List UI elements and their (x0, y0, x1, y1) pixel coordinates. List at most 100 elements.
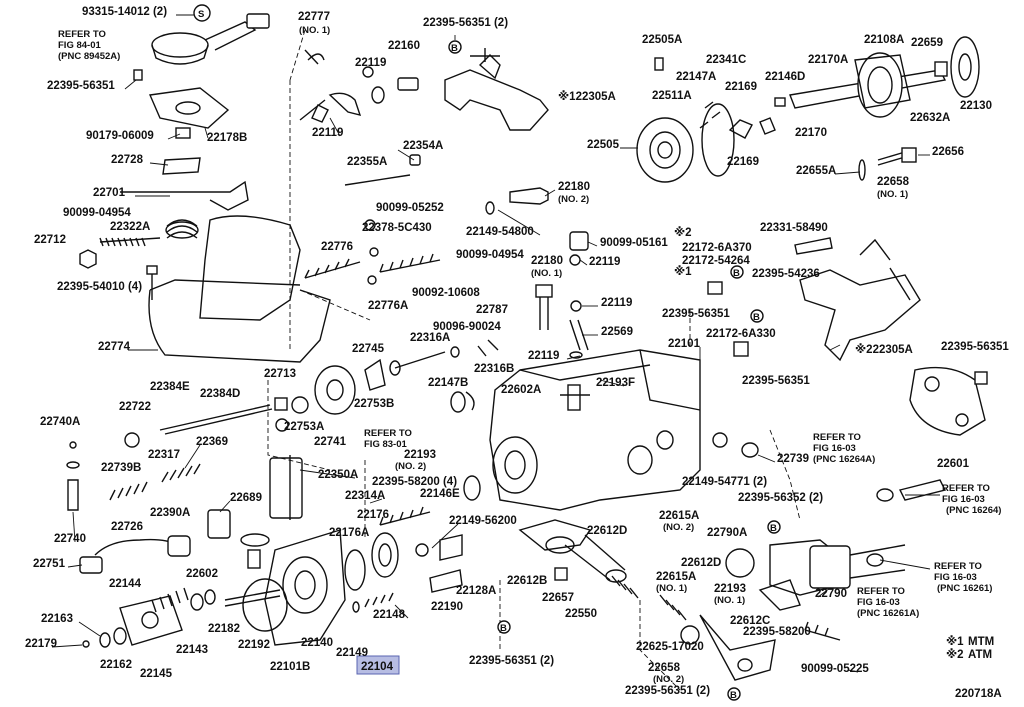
part-label: 22193 (714, 583, 746, 595)
part-label: (PNC 16264A) (813, 454, 875, 465)
part-label: 22739 (777, 453, 809, 465)
part-label: 22612B (507, 575, 547, 587)
part-label: 22314A (345, 490, 385, 502)
part-label: 90099-05161 (600, 237, 668, 249)
part-label: REFER TO (934, 561, 982, 572)
part-label: 22128A (456, 585, 496, 597)
reference-markers: S B B B B B B (193, 4, 781, 701)
part-label: 22149-54771 (2) (682, 476, 767, 488)
part-label: 22172-54264 (682, 255, 750, 267)
part-label: FIG 84-01 (58, 40, 101, 51)
part-label: 22350A (318, 469, 358, 481)
part-label: 22615A (656, 571, 696, 583)
part-label: (NO. 1) (877, 189, 908, 200)
part-label: REFER TO (58, 29, 106, 40)
part-label: 90096-90024 (433, 321, 501, 333)
part-label: 22378-5C430 (362, 222, 432, 234)
part-label: 22790A (707, 527, 747, 539)
part-label: 22505 (587, 139, 620, 151)
part-label: 22160 (388, 40, 420, 52)
part-label: 22395-58200 (4) (372, 476, 457, 488)
part-label: (PNC 16261) (937, 583, 992, 594)
part-label: 22384D (200, 388, 240, 400)
svg-text:B: B (733, 268, 740, 279)
part-label: 22726 (111, 521, 143, 533)
part-label: 22569 (601, 326, 633, 338)
part-label: 22144 (109, 578, 142, 590)
part-label: 22149-54800 (466, 226, 534, 238)
part-label: 22753B (354, 398, 394, 410)
drive-shaft-drawing (159, 346, 475, 435)
part-label: 22176A (329, 527, 369, 539)
part-label: 22169 (727, 156, 759, 168)
part-label: 22322A (110, 221, 150, 233)
part-label: 22741 (314, 436, 347, 448)
part-label: 90099-05252 (376, 202, 444, 214)
part-label: 22172-6A330 (706, 328, 776, 340)
part-label: 22511A (652, 90, 692, 102)
part-label: 22601 (937, 458, 970, 470)
diagram-id: 220718A (955, 688, 1002, 700)
part-label: 22713 (264, 368, 296, 380)
part-label: 22119 (312, 127, 343, 139)
part-label: (NO. 2) (653, 674, 684, 685)
part-label: 22625-17020 (636, 641, 704, 653)
part-label: ※1 (674, 264, 692, 278)
part-label: (NO. 1) (656, 583, 687, 594)
plunger-sleeve-drawing (518, 519, 841, 681)
part-label: (NO. 1) (299, 25, 330, 36)
highlighted-part-box (356, 655, 400, 675)
part-label: 22176 (357, 509, 389, 521)
part-label: FIG 16-03 (813, 443, 856, 454)
part-label: 22722 (119, 401, 151, 413)
part-label: 90099-04954 (63, 207, 131, 219)
part-label: 22395-56351 (2) (469, 655, 554, 667)
control-rod-drawing (304, 154, 441, 285)
ecu-bracket-drawing (444, 48, 549, 131)
distributor-head-drawing (224, 475, 481, 646)
part-label: 22180 (531, 255, 563, 267)
governor-cover-drawing (79, 180, 331, 363)
part-label: 22108A (864, 34, 904, 46)
part-label: 22149-56200 (449, 515, 517, 527)
svg-text:B: B (451, 43, 458, 54)
part-label: 22146D (765, 71, 805, 83)
part-label: (PNC 16261A) (857, 608, 919, 619)
svg-text:B: B (770, 523, 777, 534)
part-label: 22354A (403, 140, 443, 152)
part-label: 22180 (558, 181, 590, 193)
part-label: 90099-05225 (801, 663, 869, 675)
part-label: REFER TO (942, 483, 990, 494)
part-label: 22658 (648, 662, 681, 674)
svg-text:S: S (198, 9, 204, 20)
dashed-guide-lines (267, 29, 801, 691)
part-label: 22169 (725, 81, 757, 93)
part-label: 22192 (238, 639, 270, 651)
part-label: 90099-04954 (456, 249, 524, 261)
part-label: 22182 (208, 623, 240, 635)
part-label: 22632A (910, 112, 950, 124)
part-label: 90179-06009 (86, 130, 154, 142)
part-label: 22148 (373, 609, 406, 621)
part-label: 22119 (589, 256, 620, 268)
part-label: 22146E (420, 488, 460, 500)
part-label: 22395-56351 (662, 308, 730, 320)
drive-pulley-drawing (636, 36, 980, 183)
part-label: 22739B (101, 462, 141, 474)
highlighted-part-label[interactable]: 22104 (361, 661, 394, 673)
part-label: 22172-6A370 (682, 242, 752, 254)
part-label: 22655A (796, 165, 836, 177)
part-label: 22790 (815, 588, 847, 600)
part-label: 22331-58490 (760, 222, 828, 234)
part-label: 22395-54236 (752, 268, 820, 280)
part-label: 22119 (528, 350, 559, 362)
part-label: (PNC 16264) (946, 505, 1001, 516)
part-label: 22745 (352, 343, 385, 355)
part-label: (NO. 2) (395, 461, 426, 472)
part-label: 22395-56351 (2) (625, 685, 710, 697)
part-label: 22317 (148, 449, 180, 461)
part-label: 22659 (911, 37, 943, 49)
part-label: (NO. 1) (531, 268, 562, 279)
part-label: 22193F (596, 377, 635, 389)
